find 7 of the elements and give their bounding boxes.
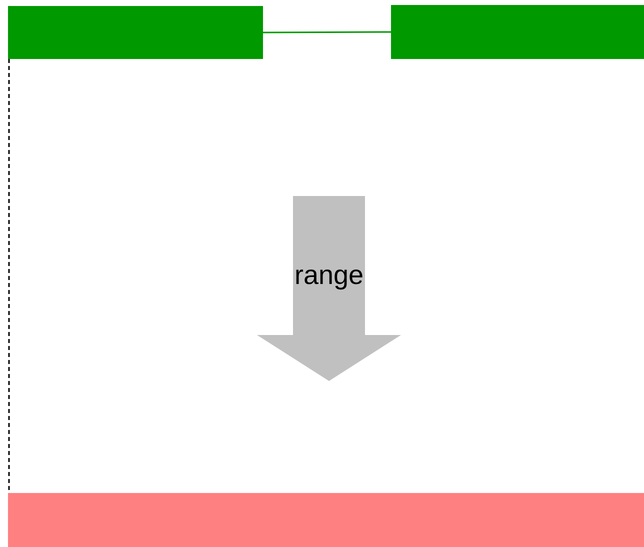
connector-line xyxy=(263,31,391,34)
block-arrow xyxy=(257,196,401,381)
dashed-line xyxy=(8,59,10,493)
bar xyxy=(8,493,644,547)
arrow-label: range xyxy=(293,260,365,291)
bar xyxy=(391,5,644,59)
bar xyxy=(8,6,263,59)
